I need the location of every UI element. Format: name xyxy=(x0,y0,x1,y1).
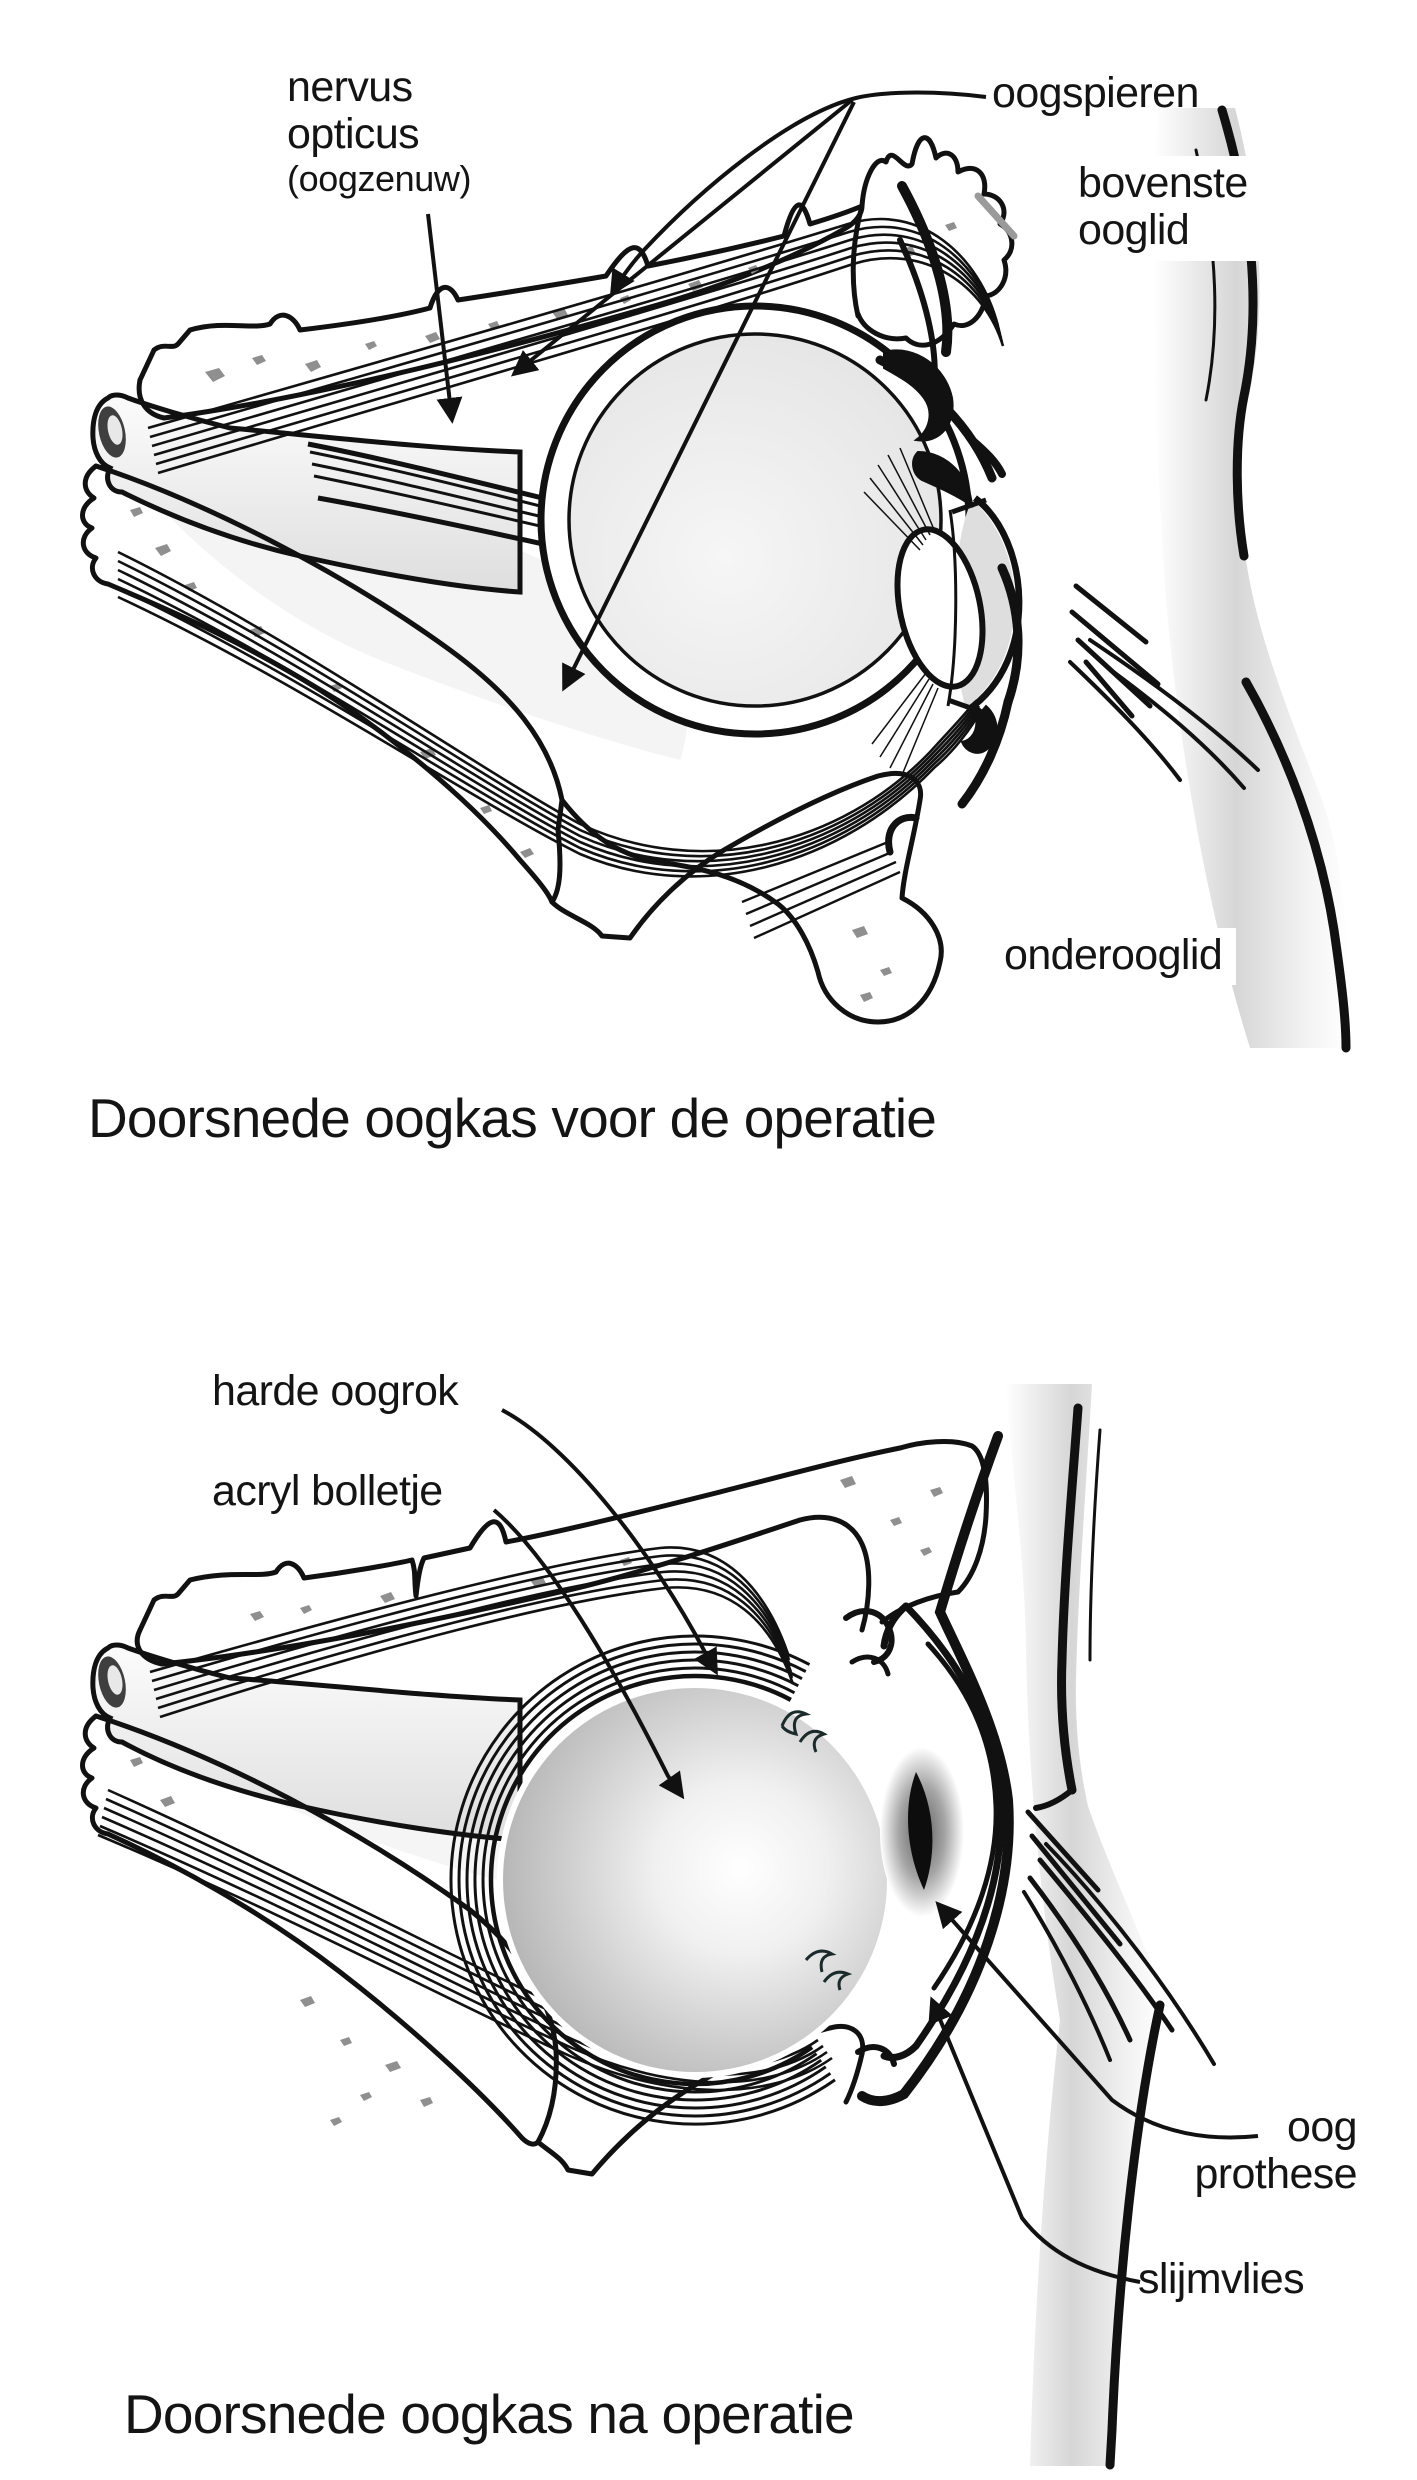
label-arrows xyxy=(426,90,987,692)
orbital-bone-upper xyxy=(136,135,1015,421)
orbit-cross-section-before-drawing xyxy=(80,90,1351,1053)
optic-canal-opening-inner xyxy=(107,1665,123,1695)
label-line: bovenste xyxy=(1078,159,1248,207)
eyelashes xyxy=(1068,583,1260,790)
label-line: nervus xyxy=(287,63,413,111)
cornea xyxy=(966,495,1023,713)
label-line: harde oogrok xyxy=(212,1367,459,1415)
label-oog-prothese: oog prothese xyxy=(1095,2103,1358,2199)
sclera-shell xyxy=(449,1634,836,2126)
label-acryl-bolletje: acryl bolletje xyxy=(212,1467,443,1515)
eyeball xyxy=(537,302,1023,776)
label-line: slijmvlies xyxy=(1138,2255,1305,2303)
label-bovenste-ooglid: bovenste ooglid xyxy=(1072,156,1262,261)
eye-muscles-upper xyxy=(147,217,1005,475)
figure-after-operation: harde oogrok acryl bolletje oog prothese… xyxy=(0,1250,1417,2480)
arrow-nervus-opticus xyxy=(426,213,463,424)
eye-muscles-upper xyxy=(149,1546,795,1719)
label-onderooglid: onderooglid xyxy=(998,928,1237,986)
face-contours xyxy=(1033,1403,1165,2470)
label-line: oog xyxy=(1287,2103,1358,2151)
upper-eyelid xyxy=(875,181,1006,509)
label-slijmvlies: slijmvlies xyxy=(1138,2255,1305,2303)
arrow-acryl-bolletje xyxy=(492,1508,685,1800)
label-line: acryl bolletje xyxy=(212,1467,443,1515)
eye-muscles-lower xyxy=(117,550,983,878)
eyelids xyxy=(843,1431,1014,2106)
label-line: ooglid xyxy=(1078,206,1190,255)
label-arrows xyxy=(492,1408,1259,2284)
gray-slash xyxy=(974,192,1018,240)
zonule-fibers xyxy=(863,447,939,776)
label-line: onderooglid xyxy=(1004,931,1223,979)
label-harde-oogrok: harde oogrok xyxy=(212,1367,459,1415)
arrow-slijmvlies xyxy=(928,1996,1141,2284)
sutures xyxy=(780,1710,853,1991)
arrow-oogspieren-middle xyxy=(510,98,854,377)
label-line: (oogzenuw) xyxy=(287,157,472,199)
arrow-harde-oogrok xyxy=(501,1408,718,1676)
label-oogspieren: oogspieren xyxy=(992,69,1199,117)
inferior-oblique-muscle xyxy=(741,840,901,940)
iris-marks xyxy=(947,497,987,715)
caption-after-operation: Doorsnede oogkas na operatie xyxy=(124,2383,855,2445)
acrylic-ball xyxy=(503,1688,887,2072)
label-nervus-opticus: nervus opticus (oogzenuw) xyxy=(287,63,472,199)
lower-eyelid xyxy=(885,563,1023,856)
caption-before-operation: Doorsnede oogkas voor de operatie xyxy=(88,1087,937,1149)
arrow-oogspieren-upper xyxy=(609,90,987,297)
ciliary-line xyxy=(946,509,958,707)
orbital-bone-lower xyxy=(80,1713,866,2177)
orbit-cross-section-after-drawing xyxy=(80,1384,1259,2470)
arrow-oogspieren-lower xyxy=(562,101,856,692)
arrow-oog-prothese xyxy=(935,1901,1259,2140)
label-line: opticus xyxy=(287,110,420,159)
lens xyxy=(894,526,986,690)
figure-before-operation: nervus opticus (oogzenuw) oogspieren bov… xyxy=(80,63,1351,1149)
eye-prosthesis xyxy=(908,1772,933,1890)
face-profile-band xyxy=(1005,1384,1164,2466)
label-line: oogspieren xyxy=(992,69,1199,117)
eyelashes xyxy=(1022,1809,1216,2066)
label-line: prothese xyxy=(1194,2150,1357,2199)
optic-canal-opening-inner xyxy=(107,415,123,445)
